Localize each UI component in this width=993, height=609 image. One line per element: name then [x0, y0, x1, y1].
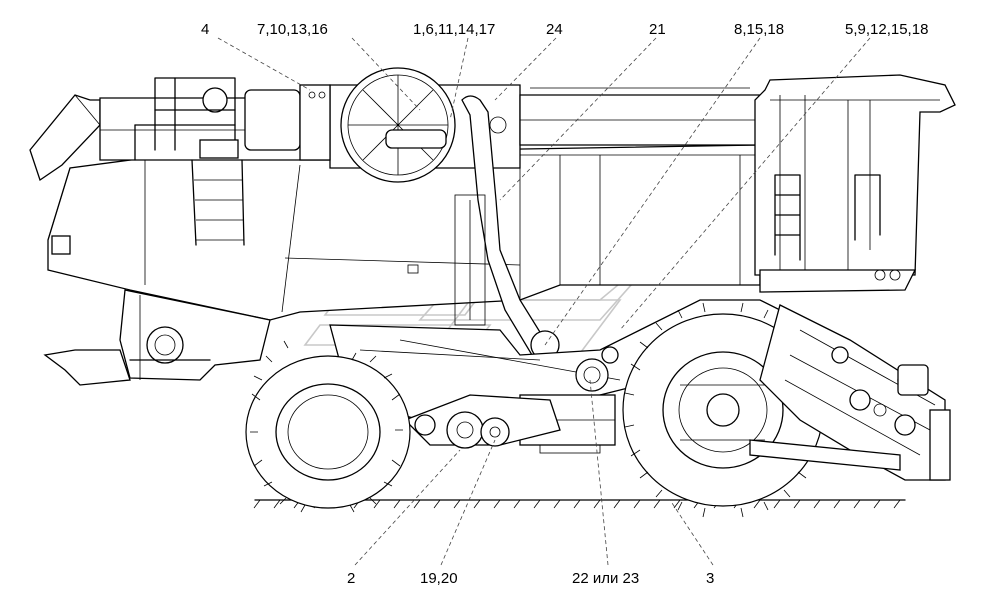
- label-4: 4: [201, 21, 209, 38]
- feeder-house: [749, 304, 951, 481]
- leader-lines: [217, 37, 871, 566]
- label-19-20: 19,20: [420, 570, 458, 587]
- label-8-15-18: 8,15,18: [734, 21, 784, 38]
- callout-labels: 4 7,10,13,16 1,6,11,14,17 24 21 8,15,18 …: [201, 21, 928, 587]
- label-3: 3: [706, 570, 714, 587]
- label-2: 2: [347, 570, 355, 587]
- front-wheel: [622, 302, 824, 518]
- rear-wheel: [245, 340, 411, 513]
- label-21: 21: [649, 21, 666, 38]
- label-22-or-23: 22 или 23: [572, 570, 639, 587]
- label-1-6-11-14-17: 1,6,11,14,17: [413, 21, 495, 38]
- label-7-10-13-16: 7,10,13,16: [257, 21, 328, 38]
- label-5-9-12-15-18: 5,9,12,15,18: [845, 21, 928, 38]
- label-24: 24: [546, 21, 563, 38]
- combine-body: [29, 67, 956, 454]
